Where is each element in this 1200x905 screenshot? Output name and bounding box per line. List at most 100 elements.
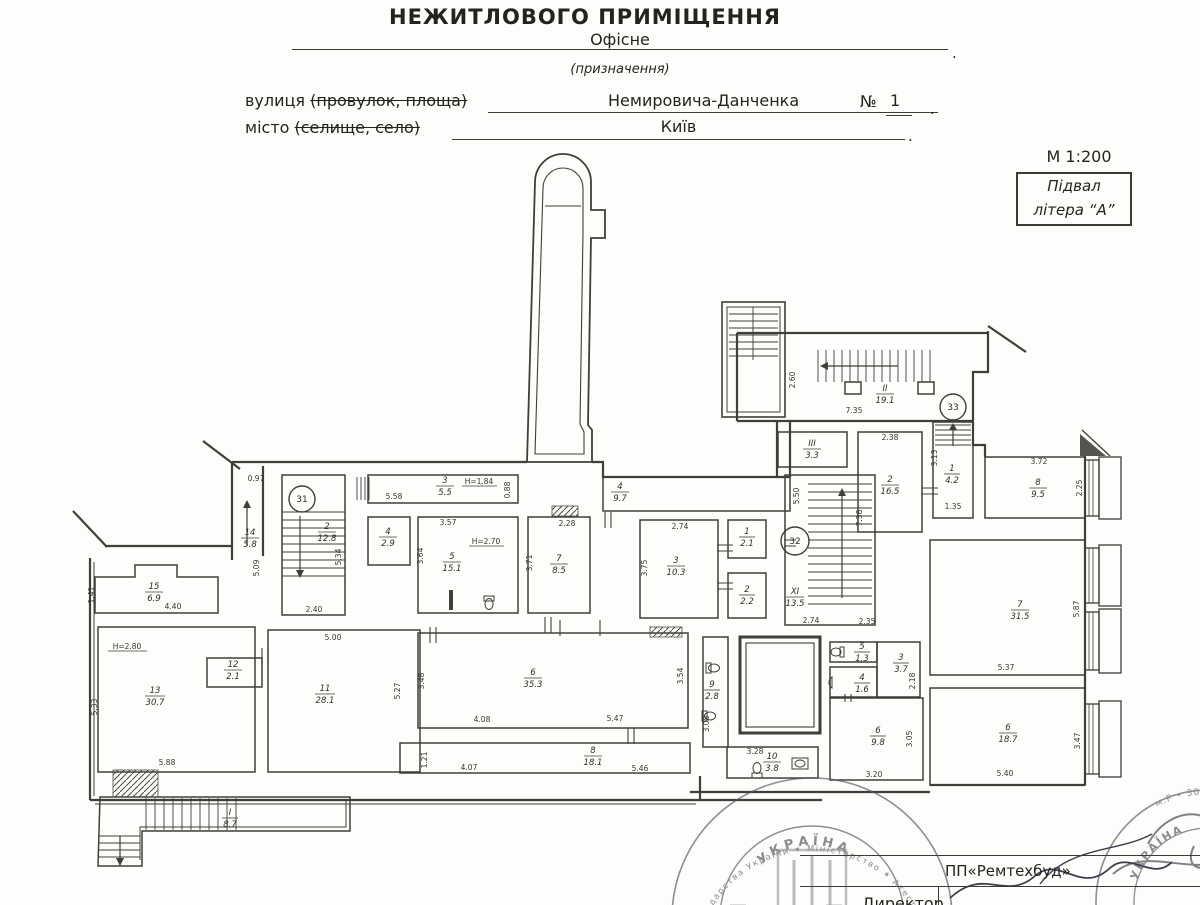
svg-text:3.8: 3.8 (765, 764, 779, 774)
dim-label: 1.35 (945, 502, 962, 511)
dim-label: 2.28 (559, 519, 576, 528)
svg-text:18.7: 18.7 (999, 735, 1019, 745)
dim-label: 3.72 (1031, 457, 1048, 466)
purpose-value: Офісне (590, 30, 650, 49)
dim-label: 5.09 (252, 559, 261, 576)
svg-text:2.1: 2.1 (740, 539, 754, 549)
dim-label: 2.74 (803, 616, 820, 625)
city-field: Київ (452, 117, 905, 140)
window-bay (1084, 608, 1122, 674)
svg-text:6.9: 6.9 (147, 594, 161, 604)
window-bay (1084, 700, 1122, 778)
document-title: НЕЖИТЛОВОГО ПРИМІЩЕННЯ (389, 5, 781, 29)
toilet-icon (751, 762, 763, 779)
svg-text:2: 2 (887, 475, 892, 485)
svg-text:2.1: 2.1 (226, 672, 240, 682)
room-label: 33.7 (893, 653, 909, 675)
room-label: 78.5 (550, 554, 568, 576)
room-label: 216.5 (881, 475, 900, 497)
dim-label: 5.50 (792, 487, 801, 504)
svg-text:15: 15 (149, 582, 160, 592)
svg-text:1.3: 1.3 (855, 654, 869, 664)
dim-label: 2.38 (882, 433, 899, 442)
dim-label: 4.40 (165, 602, 182, 611)
approval-org-row: ПП«Ремтехбуд» (800, 856, 1200, 887)
purpose-caption: (призначення) (570, 62, 670, 77)
outer-walls (72, 325, 1087, 805)
svg-text:6: 6 (1005, 723, 1011, 733)
svg-text:3: 3 (898, 653, 903, 663)
room-labels: 35.5 212.8 42.9 515.1 78.5 49.7 310.3 12… (145, 384, 1047, 830)
number-underline (886, 115, 912, 116)
svg-text:3.3: 3.3 (805, 451, 819, 461)
room-label: 212.8 (318, 522, 338, 544)
sink-icon (828, 676, 833, 689)
street-number-label: № (860, 92, 877, 111)
exterior-staircase (721, 301, 786, 418)
scale-label: М 1:200 (1046, 147, 1112, 166)
svg-text:8.5: 8.5 (552, 566, 566, 576)
svg-text:4: 4 (385, 527, 390, 537)
dim-label: 5.00 (325, 633, 342, 642)
svg-text:12: 12 (228, 660, 239, 670)
organization-name: ПП«Ремтехбуд» (945, 862, 1071, 880)
window-bays (1080, 429, 1122, 778)
dim-label: 3.48 (417, 672, 426, 689)
room-label: 41.6 (854, 673, 870, 695)
svg-text:31.5: 31.5 (1011, 612, 1030, 622)
room-label: I8.7 (222, 808, 238, 830)
city-value: Київ (660, 117, 697, 136)
dim-label: 3.13 (930, 449, 939, 466)
room-label: 14.2 (944, 464, 960, 486)
svg-text:13.5: 13.5 (786, 599, 805, 609)
room-walls (94, 381, 1086, 867)
svg-text:м.Р • 30351971 •: м.Р • 30351971 • (1154, 787, 1200, 809)
trident-emblem (776, 848, 848, 905)
dim-label: 4.08 (474, 715, 491, 724)
room-label: 310.3 (667, 556, 686, 578)
svg-text:5: 5 (449, 552, 454, 562)
room-label: 35.5 (436, 476, 454, 498)
dim-label: 2.18 (908, 672, 917, 689)
street-label: вулиця (провулок, площа) (245, 91, 468, 110)
street-number-value: 1 (890, 91, 901, 110)
svg-text:15.1: 15.1 (443, 564, 462, 574)
street-paren-struck: (провулок, площа) (310, 91, 468, 110)
svg-text:6: 6 (875, 726, 881, 736)
dim-label: 5.37 (998, 663, 1015, 672)
room-label: 515.1 (443, 552, 462, 574)
toilet-icon (483, 595, 495, 610)
svg-text:2.2: 2.2 (740, 597, 754, 607)
dim-label: 5.88 (159, 758, 176, 767)
approval-table: ПП«Ремтехбуд» Директор (800, 855, 1200, 905)
svg-text:7: 7 (556, 554, 562, 564)
toilet-icon (701, 710, 716, 722)
stair-arrows (116, 362, 957, 866)
dim-label: 1.41 (87, 586, 96, 603)
dim-label: 3.08 (702, 715, 711, 732)
dim-label: 5.47 (607, 714, 624, 723)
dim-label: 2.25 (1075, 479, 1084, 496)
svg-text:5: 5 (859, 642, 864, 652)
dim-label: 3.57 (440, 518, 457, 527)
height-label: Н=1.84 (465, 477, 494, 486)
unit-number: 32 (789, 537, 800, 547)
height-label: Н=2.70 (472, 537, 501, 546)
dim-label: 0.88 (503, 481, 512, 498)
unit-number: 31 (296, 495, 307, 505)
svg-text:II: II (882, 384, 888, 394)
dim-label: 3.20 (866, 770, 883, 779)
toilet-icon (830, 646, 845, 658)
signature-strokes (949, 833, 1173, 899)
seal-number-text: м.Р • 30351971 • (1154, 787, 1200, 809)
svg-text:8: 8 (590, 746, 596, 756)
svg-text:2: 2 (744, 585, 749, 595)
dim-label: 2.60 (788, 371, 797, 388)
dim-label: 2.74 (672, 522, 689, 531)
room-label: 122.1 (224, 660, 242, 682)
toilet-icon (705, 662, 720, 674)
